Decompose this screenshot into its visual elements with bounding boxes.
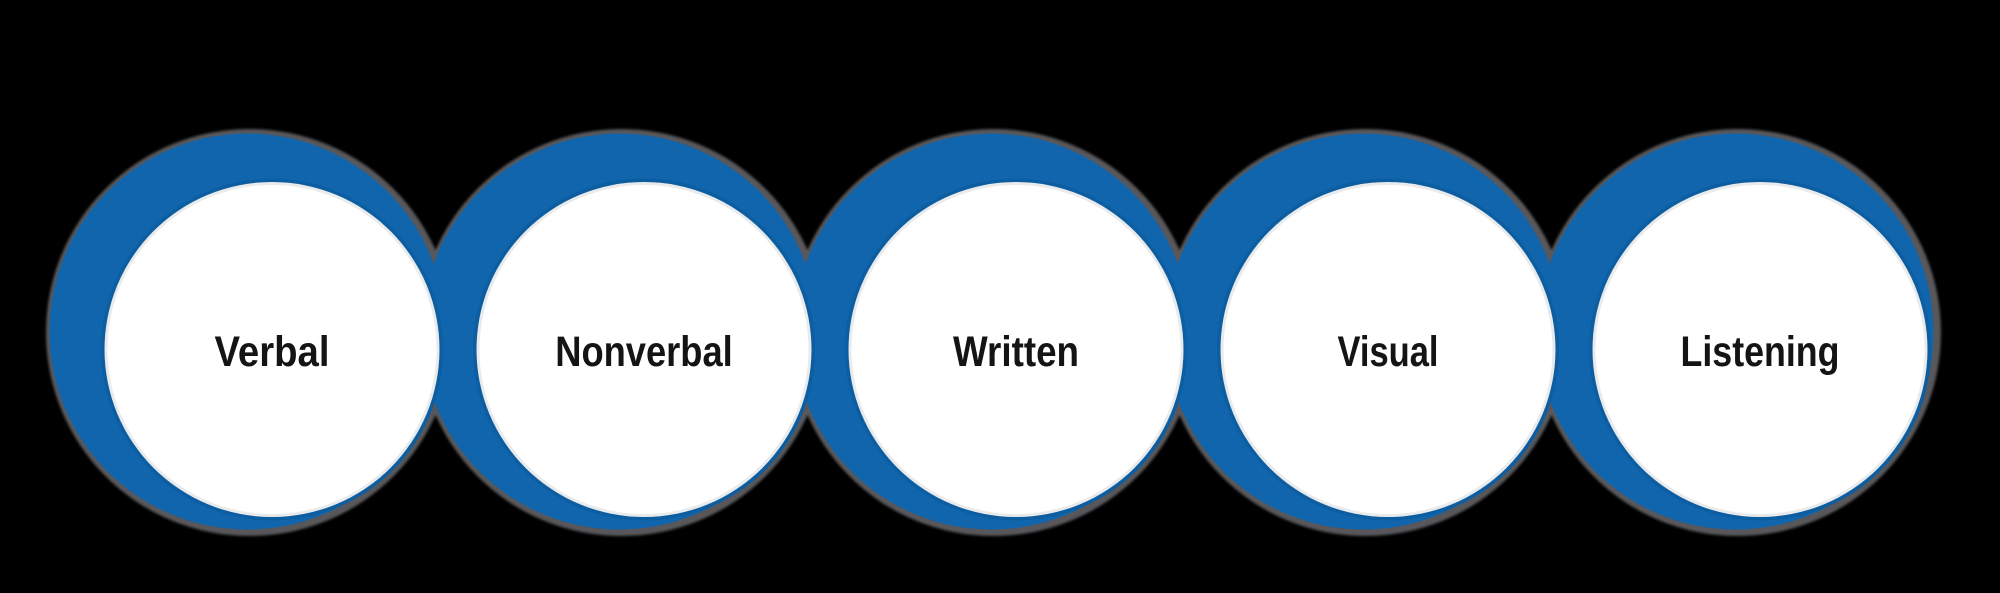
svg-text:Verbal: Verbal bbox=[215, 328, 330, 376]
svg-text:Visual: Visual bbox=[1338, 328, 1439, 376]
svg-text:Nonverbal: Nonverbal bbox=[555, 328, 733, 376]
svg-text:Listening: Listening bbox=[1681, 328, 1840, 376]
svg-text:Written: Written bbox=[953, 328, 1079, 376]
